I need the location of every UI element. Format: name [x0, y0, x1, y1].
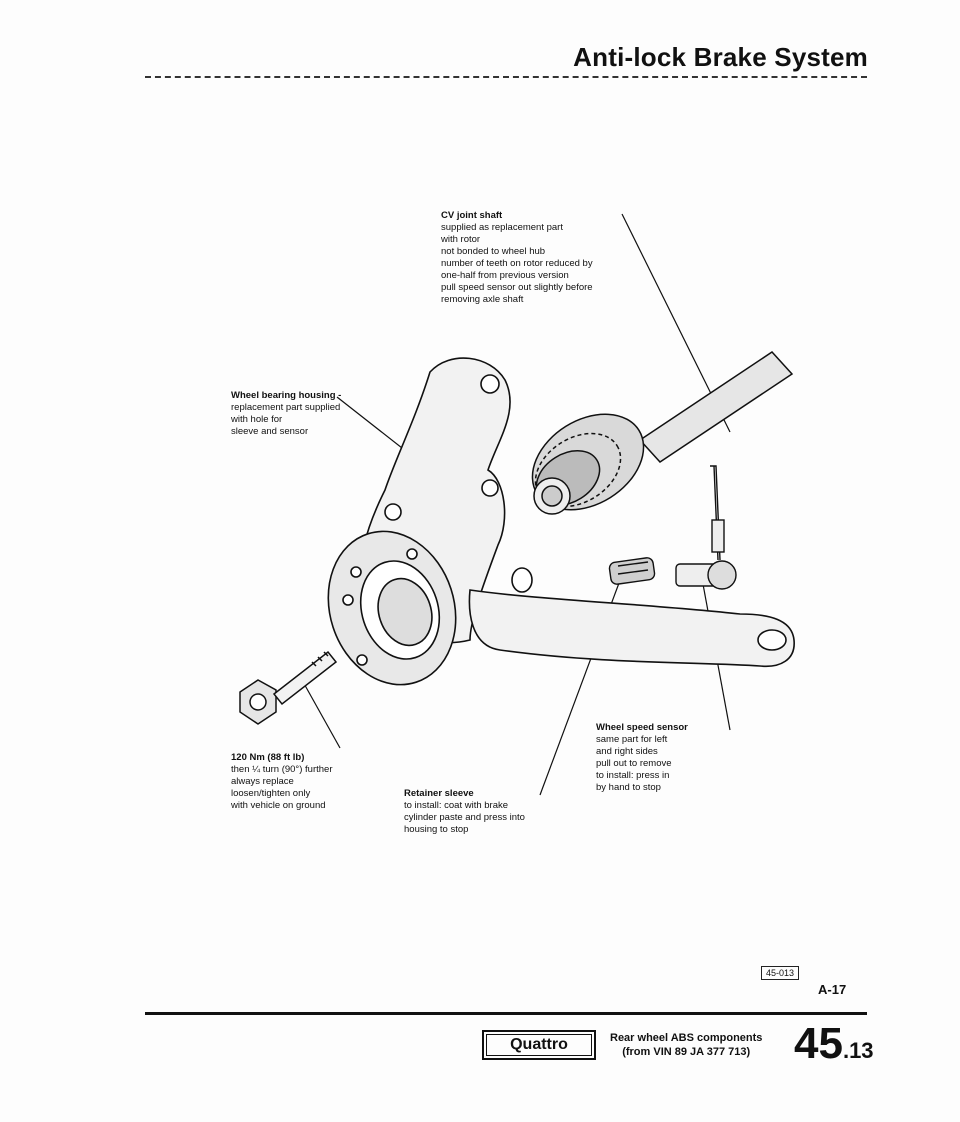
retainer-sleeve — [608, 557, 656, 585]
leader-bolt — [301, 679, 341, 749]
hub-bolt — [239, 650, 338, 725]
cv-joint — [531, 413, 645, 515]
retainer-sleeve-title: Retainer sleeve — [404, 788, 474, 799]
bearing-housing-label: Wheel bearing housing - replacement part… — [231, 390, 341, 438]
label-line: supplied as replacement part — [441, 222, 563, 233]
label-line: cylinder paste and press into — [404, 812, 525, 823]
bolt-torque-title: 120 Nm (88 ft lb) — [231, 752, 305, 763]
label-line: same part for left — [596, 734, 668, 745]
section-title: Rear wheel ABS components (from VIN 89 J… — [610, 1031, 762, 1059]
label-line: with vehicle on ground — [231, 800, 326, 811]
page-number: 45.13 — [794, 1022, 874, 1066]
page-number-sub: .13 — [842, 1038, 874, 1063]
label-line: to install: coat with brake — [404, 800, 509, 811]
footer-rule — [145, 1012, 867, 1015]
page-title: Anti-lock Brake System — [573, 42, 868, 72]
header-rule — [145, 76, 867, 78]
section-title-line-2: (from VIN 89 JA 377 713) — [622, 1046, 751, 1058]
label-line: and right sides — [596, 746, 658, 757]
label-line: to install: press in — [596, 770, 670, 781]
label-line: pull out to remove — [596, 758, 672, 769]
cv-joint-label: CV joint shaft supplied as replacement p… — [441, 210, 593, 306]
cv-joint-title: CV joint shaft — [441, 210, 503, 221]
bearing-housing-title: Wheel bearing housing - — [231, 390, 342, 401]
label-line: housing to stop — [404, 824, 469, 835]
wheel-hub — [327, 530, 457, 686]
axle-shaft — [638, 351, 794, 463]
bolt-label: 120 Nm (88 ft lb) then ¼ turn (90°) furt… — [231, 752, 333, 812]
wheel-speed-sensor-label: Wheel speed sensor same part for left an… — [596, 722, 688, 794]
suspension-arm — [468, 567, 795, 668]
label-line: then ¼ turn (90°) further — [231, 764, 333, 775]
label-line: one-half from previous version — [441, 270, 569, 281]
figure-code: 45-013 — [761, 966, 800, 980]
retainer-sleeve-label: Retainer sleeve to install: coat with br… — [404, 788, 525, 836]
label-line: number of teeth on rotor reduced by — [441, 258, 593, 269]
page-number-main: 45 — [794, 1019, 843, 1068]
wheel-speed-sensor — [675, 465, 737, 590]
label-line: always replace — [231, 776, 294, 787]
wheel-speed-sensor-title: Wheel speed sensor — [596, 722, 688, 733]
model-badge: Quattro — [482, 1030, 596, 1060]
label-line: loosen/tighten only — [231, 788, 311, 799]
label-line: removing axle shaft — [441, 294, 524, 305]
label-line: pull speed sensor out slightly before — [441, 282, 593, 293]
label-line: sleeve and sensor — [231, 426, 309, 437]
label-line: with rotor — [441, 234, 481, 245]
section-title-line-1: Rear wheel ABS components — [610, 1032, 763, 1044]
page-code: A-17 — [818, 982, 847, 997]
label-line: replacement part supplied — [231, 402, 341, 413]
label-line: by hand to stop — [596, 782, 661, 793]
label-line: not bonded to wheel hub — [441, 246, 546, 257]
label-line: with hole for — [231, 414, 283, 425]
